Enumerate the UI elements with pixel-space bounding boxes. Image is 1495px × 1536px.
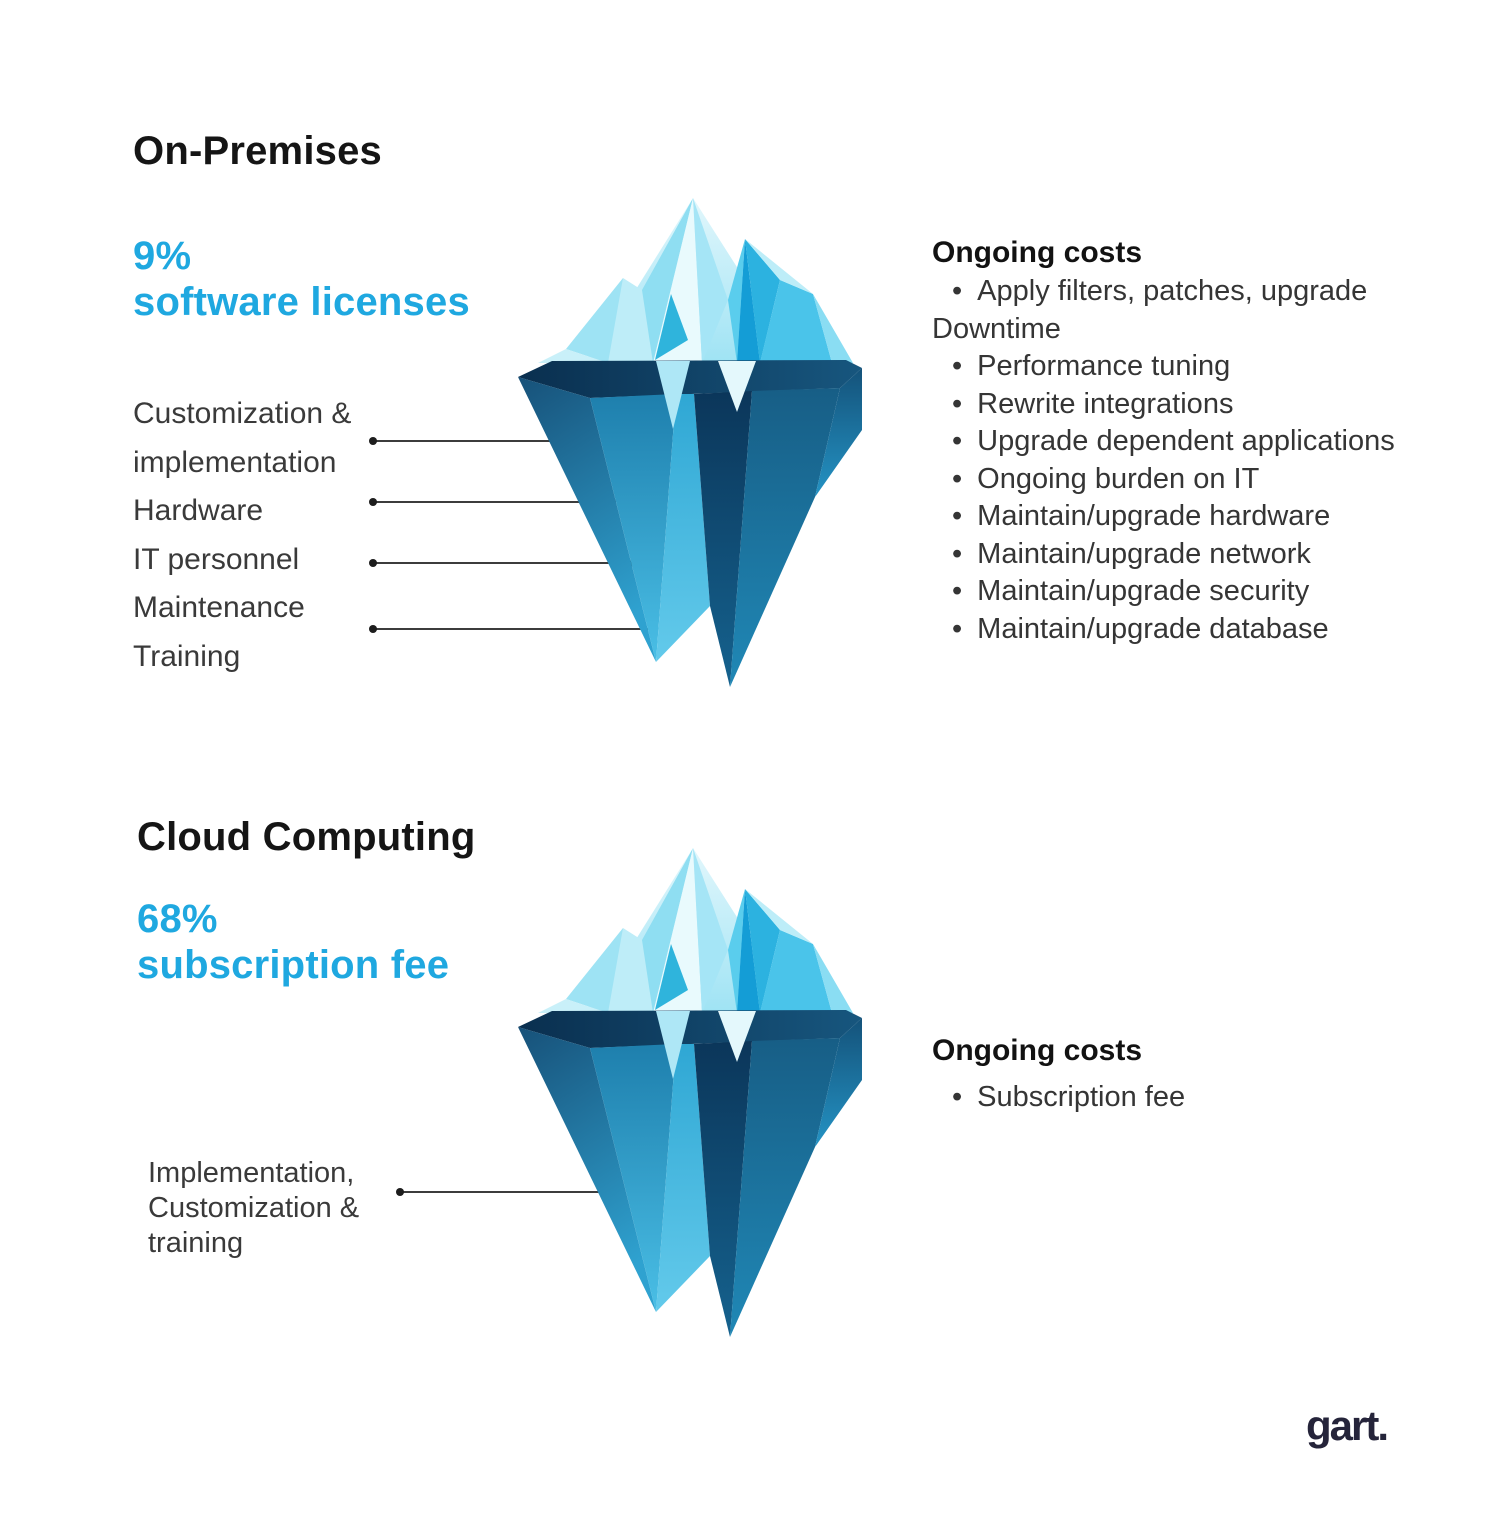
callout-label-line: IT personnel: [133, 542, 300, 576]
cloud-computing-title: Cloud Computing: [137, 815, 476, 859]
bullet-icon: •: [952, 575, 963, 607]
callout-label-line: Implementation,: [148, 1157, 355, 1189]
callout-label-line: training: [148, 1227, 244, 1259]
on-premises-ongoing-costs: Ongoing costs •Apply filters, patches, u…: [932, 233, 1464, 648]
stat-value: 9%: [133, 234, 192, 278]
callout-label-line: Hardware: [133, 494, 264, 527]
bullet-icon: •: [952, 462, 963, 495]
cost-item: • Upgrade dependent applications: [932, 423, 1464, 461]
cloud-ongoing-costs: Ongoing costs • Subscription fee: [932, 1031, 1464, 1117]
logo: gart.: [1306, 1402, 1389, 1449]
cost-item: • Maintain/upgrade database: [932, 611, 1464, 649]
callout-label-line: Maintenance: [133, 591, 305, 624]
bullet-icon: •: [952, 537, 963, 570]
cost-item-text: Upgrade dependent applications: [977, 425, 1395, 457]
iceberg-illustration-cloud: [490, 832, 910, 1362]
cost-item-text: Subscription fee: [977, 1081, 1186, 1113]
cost-item-text: Performance tuning: [977, 350, 1231, 382]
callout-label-line: Training: [133, 639, 241, 673]
cost-item-text: Maintain/upgrade hardware: [977, 500, 1331, 532]
stat-label: subscription fee: [137, 943, 450, 987]
cost-item-text: Ongoing burden on IT: [977, 462, 1260, 495]
cost-item: • Maintain/upgrade network: [932, 536, 1464, 574]
ongoing-costs-heading: Ongoing costs: [932, 1034, 1142, 1067]
cost-item: •Apply filters, patches, upgrade Downtim…: [932, 273, 1464, 348]
bullet-icon: •: [952, 350, 963, 382]
on-premises-title: On-Premises: [133, 129, 382, 173]
cost-item: • Subscription fee: [932, 1079, 1464, 1117]
callout-label-line: Customization &: [133, 397, 352, 430]
cost-item-text: Maintain/upgrade network: [977, 537, 1311, 570]
cost-item: • Maintain/upgrade hardware: [932, 498, 1464, 536]
bullet-icon: •: [952, 1081, 963, 1113]
cost-item: • Rewrite integrations: [932, 386, 1464, 424]
on-premises-stat: 9% software licenses: [133, 233, 470, 325]
callout-label-line: implementation: [133, 445, 337, 479]
ongoing-costs-heading: Ongoing costs: [932, 236, 1142, 269]
cloud-callout-labels: Implementation,Customization &training: [148, 1156, 359, 1261]
stat-label: software licenses: [133, 280, 470, 324]
callout-label-line: Customization &: [148, 1192, 360, 1224]
cost-item: • Ongoing burden on IT: [932, 461, 1464, 499]
ongoing-costs-list: •Apply filters, patches, upgrade Downtim…: [932, 273, 1464, 648]
cost-item-text: Maintain/upgrade security: [977, 575, 1310, 607]
cost-item: • Maintain/upgrade security: [932, 573, 1464, 611]
cost-item-text: Rewrite integrations: [977, 387, 1234, 420]
bullet-icon: •: [952, 612, 963, 645]
cost-item: • Performance tuning: [932, 348, 1464, 386]
bullet-icon: •: [952, 275, 963, 307]
cost-item-text: Apply filters, patches, upgrade Downtime: [932, 275, 1368, 345]
bullet-icon: •: [952, 425, 963, 457]
cloud-computing-stat: 68% subscription fee: [137, 896, 449, 988]
stat-value: 68%: [137, 897, 218, 941]
bullet-icon: •: [952, 387, 963, 420]
cost-item-text: Maintain/upgrade database: [977, 612, 1329, 645]
ongoing-costs-list: • Subscription fee: [932, 1079, 1464, 1117]
bullet-icon: •: [952, 500, 963, 532]
iceberg-illustration-on-premises: [490, 182, 910, 712]
